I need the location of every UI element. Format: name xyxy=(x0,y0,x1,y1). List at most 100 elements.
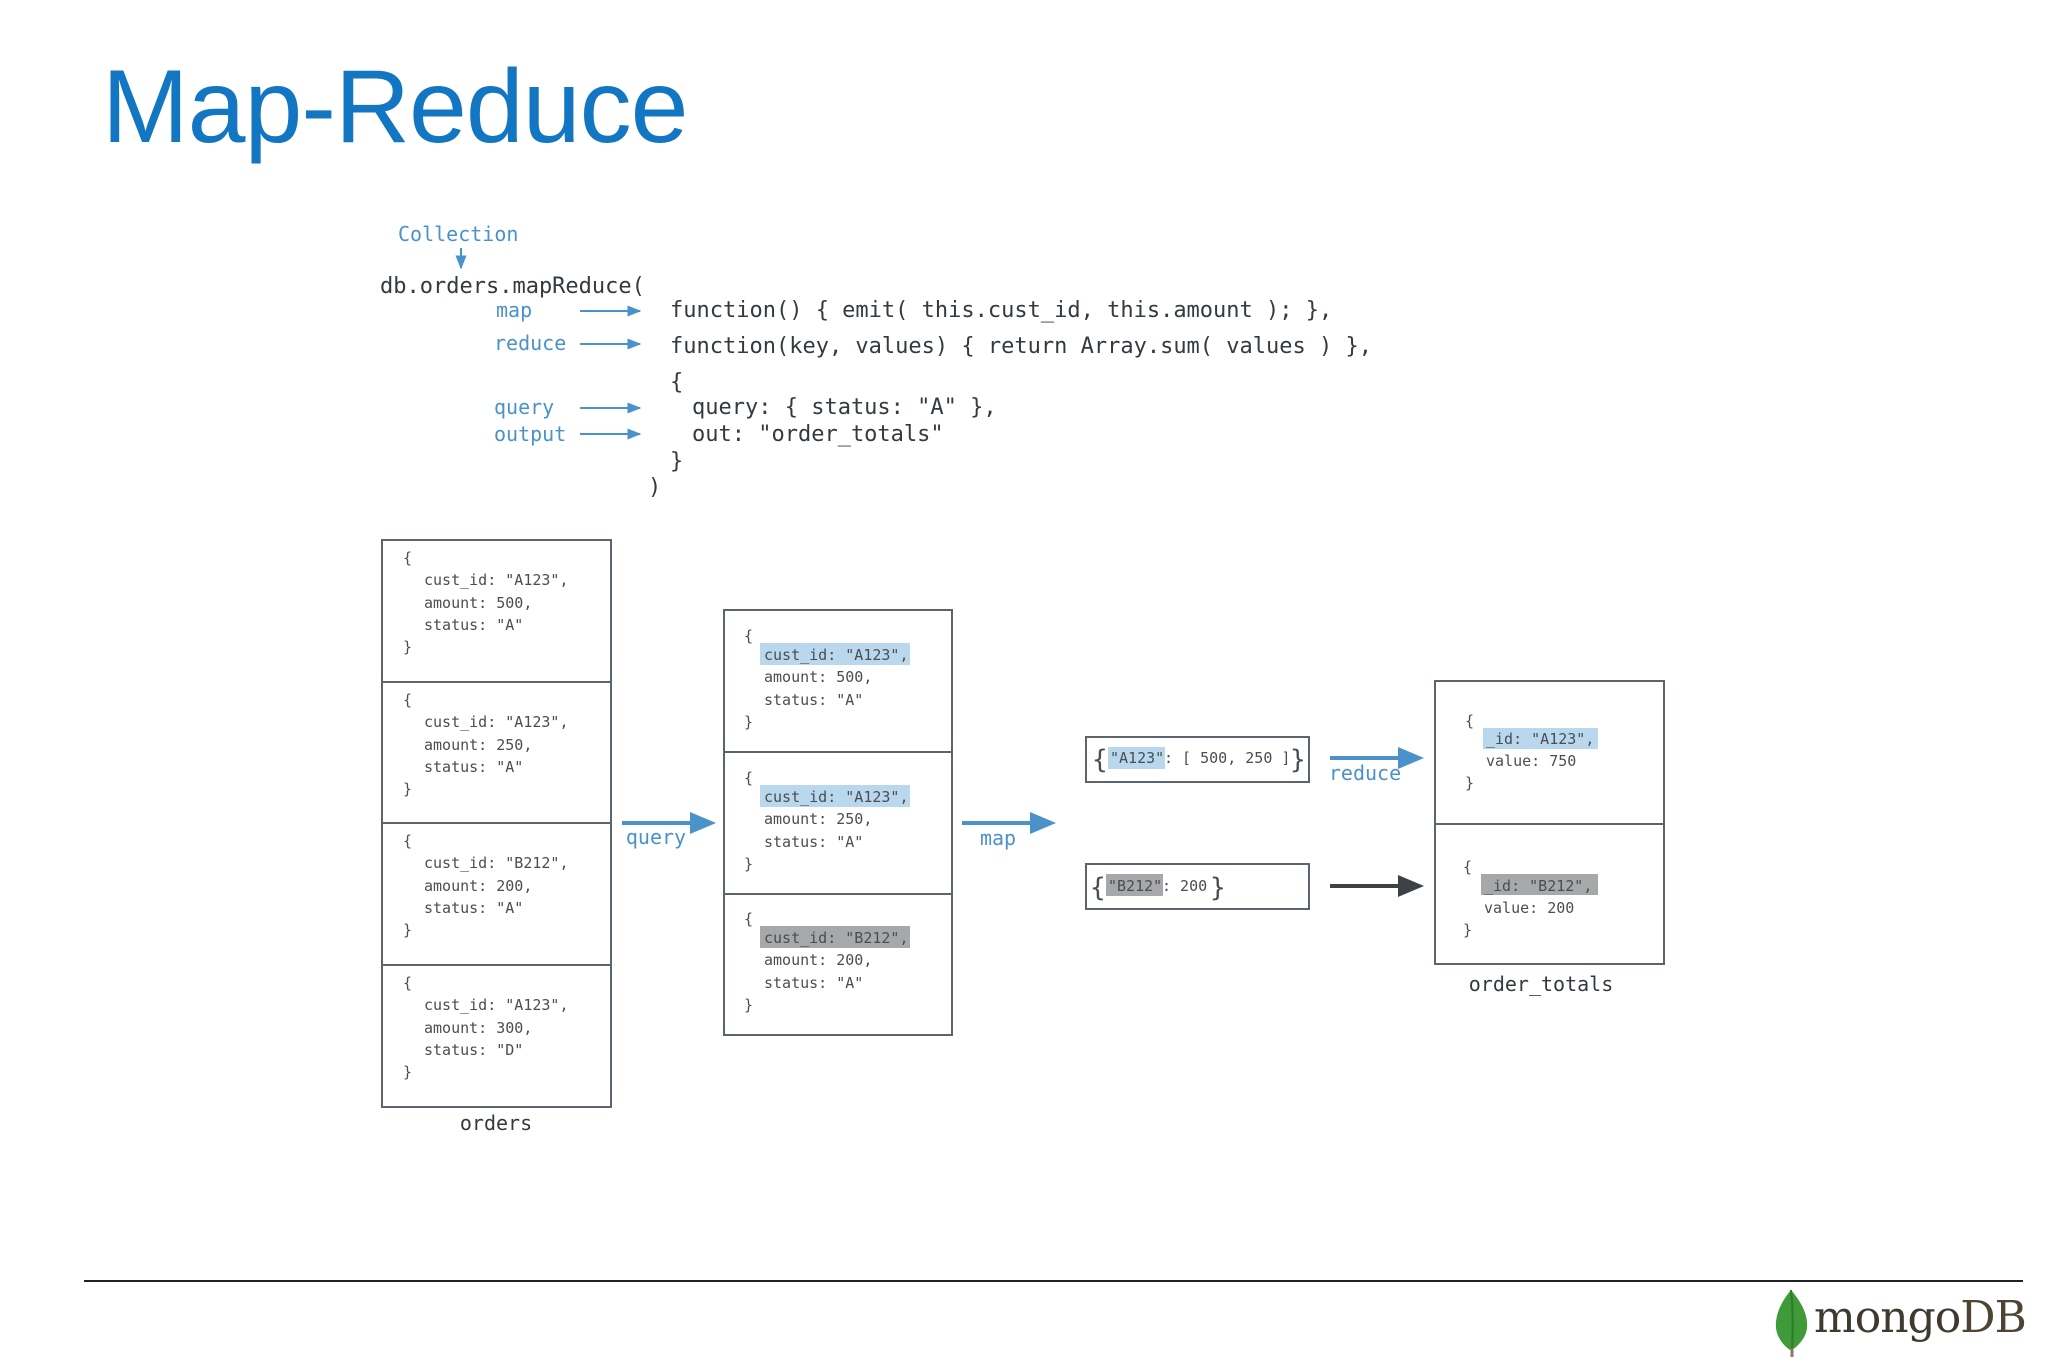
map-reduce-diagram: Collection db.orders.mapReduce( map func… xyxy=(380,222,1665,1135)
doc-brace-open: { xyxy=(403,832,412,850)
doc-brace-open: { xyxy=(403,549,412,567)
map-arrow-head xyxy=(1030,812,1056,834)
doc-brace-close: } xyxy=(403,1063,412,1081)
slide-title: Map-Reduce xyxy=(102,49,688,165)
code-line-open: { xyxy=(670,370,683,395)
brace-open: { xyxy=(1090,873,1106,903)
emitted-values: : [ 500, 250 ] xyxy=(1164,749,1290,767)
doc-field-status: status: "A" xyxy=(764,974,863,992)
doc-field-amount: amount: 250, xyxy=(764,810,872,828)
doc-field-amount: amount: 300, xyxy=(424,1019,532,1037)
key-highlight-blue xyxy=(1108,747,1165,769)
code-line-close-obj: } xyxy=(670,449,683,474)
doc-field-status: status: "A" xyxy=(424,616,523,634)
reduce-arrow-label: reduce xyxy=(1329,761,1401,785)
mongodb-logo: mongoDB xyxy=(1772,1288,2027,1358)
filtered-doc-2: { cust_id: "A123", amount: 250, status: … xyxy=(744,769,909,873)
doc-brace-close: } xyxy=(1465,774,1474,792)
key-highlight-gray xyxy=(1481,874,1598,895)
doc-brace-open: { xyxy=(744,910,753,928)
leaf-icon xyxy=(1775,1289,1808,1357)
doc-field-status: status: "A" xyxy=(424,758,523,776)
doc-brace-close: } xyxy=(744,996,753,1014)
doc-field-status: status: "A" xyxy=(764,833,863,851)
query-arrow-head xyxy=(690,812,716,834)
doc-field-status: status: "A" xyxy=(424,899,523,917)
passthrough-arrow xyxy=(1330,875,1424,897)
doc-field-amount: amount: 500, xyxy=(764,668,872,686)
doc-field-amount: amount: 200, xyxy=(424,877,532,895)
doc-field-cust-id: cust_id: "A123", xyxy=(424,713,569,731)
code-line-call: db.orders.mapReduce( xyxy=(380,274,645,299)
doc-field-id: _id: "A123", xyxy=(1486,730,1594,748)
orders-doc-4: { cust_id: "A123", amount: 300, status: … xyxy=(403,974,569,1081)
doc-brace-open: { xyxy=(1465,712,1474,730)
doc-field-value: value: 750 xyxy=(1486,752,1576,770)
query-param-label: query xyxy=(494,395,554,419)
code-line-reduce: function(key, values) { return Array.sum… xyxy=(670,334,1372,359)
output-param-label: output xyxy=(494,422,566,446)
doc-field-status: status: "A" xyxy=(764,691,863,709)
doc-brace-open: { xyxy=(403,691,412,709)
passthrough-arrow-head xyxy=(1398,875,1424,897)
order-totals-doc-1: { _id: "A123", value: 750 } xyxy=(1465,712,1594,792)
brace-close: } xyxy=(1290,745,1306,775)
collection-label: Collection xyxy=(398,222,518,246)
doc-brace-close: } xyxy=(403,780,412,798)
doc-brace-open: { xyxy=(744,627,753,645)
doc-brace-open: { xyxy=(403,974,412,992)
emitted-key: "B212" xyxy=(1108,877,1162,895)
code-line-out: out: "order_totals" xyxy=(692,422,944,447)
doc-field-cust-id: cust_id: "B212", xyxy=(764,929,909,947)
query-arrow-label: query xyxy=(626,825,686,849)
brace-open: { xyxy=(1092,745,1108,775)
reduce-param-label: reduce xyxy=(494,331,566,355)
emitted-key: "A123" xyxy=(1110,749,1164,767)
order-totals-caption: order_totals xyxy=(1469,972,1614,996)
doc-field-cust-id: cust_id: "A123", xyxy=(424,996,569,1014)
key-highlight-blue xyxy=(1483,728,1598,749)
doc-field-status: status: "D" xyxy=(424,1041,523,1059)
key-highlight-gray xyxy=(1106,874,1163,896)
query-arrow: query xyxy=(622,812,716,849)
doc-brace-close: } xyxy=(744,855,753,873)
emitted-pairs: { "A123" : [ 500, 250 ] } { "B212" : 200… xyxy=(1085,736,1310,910)
code-line-map: function() { emit( this.cust_id, this.am… xyxy=(670,298,1332,323)
orders-doc-3: { cust_id: "B212", amount: 200, status: … xyxy=(403,832,569,939)
doc-field-cust-id: cust_id: "B212", xyxy=(424,854,569,872)
orders-caption: orders xyxy=(460,1111,532,1135)
orders-doc-2: { cust_id: "A123", amount: 250, status: … xyxy=(403,691,569,798)
key-highlight-gray xyxy=(760,926,910,948)
doc-field-value: value: 200 xyxy=(1484,899,1574,917)
key-highlight-blue xyxy=(760,643,910,665)
orders-doc-1: { cust_id: "A123", amount: 500, status: … xyxy=(403,549,569,656)
key-highlight-blue xyxy=(760,785,910,807)
doc-field-amount: amount: 250, xyxy=(424,736,532,754)
orders-collection: { cust_id: "A123", amount: 500, status: … xyxy=(381,539,612,1135)
filtered-documents-frame xyxy=(723,609,953,1036)
logo-wordmark: mongoDB xyxy=(1814,1292,2027,1345)
reduce-arrow-head xyxy=(1398,747,1424,769)
reduce-arrow: reduce xyxy=(1329,747,1424,785)
map-param-label: map xyxy=(496,298,532,322)
doc-brace-close: } xyxy=(403,638,412,656)
order-totals-collection: { _id: "A123", value: 750 } { _id: "B212… xyxy=(1434,680,1665,996)
code-line-close-call: ) xyxy=(648,475,661,500)
filtered-doc-1: { cust_id: "A123", amount: 500, status: … xyxy=(744,627,909,731)
map-arrow-label: map xyxy=(980,826,1016,850)
doc-field-cust-id: cust_id: "A123", xyxy=(764,788,909,806)
doc-brace-close: } xyxy=(1463,921,1472,939)
doc-field-amount: amount: 500, xyxy=(424,594,532,612)
doc-brace-close: } xyxy=(744,713,753,731)
footer-divider xyxy=(84,1280,2023,1282)
logo-wordmark-part-db: DB xyxy=(1960,1292,2027,1343)
doc-field-id: _id: "B212", xyxy=(1484,877,1592,895)
map-arrow: map xyxy=(962,812,1056,850)
doc-brace-open: { xyxy=(744,769,753,787)
doc-brace-close: } xyxy=(403,921,412,939)
order-totals-doc-2: { _id: "B212", value: 200 } xyxy=(1463,858,1592,939)
doc-field-cust-id: cust_id: "A123", xyxy=(424,571,569,589)
code-block: Collection db.orders.mapReduce( map func… xyxy=(380,222,1372,500)
emitted-values: : 200 xyxy=(1162,877,1207,895)
doc-field-cust-id: cust_id: "A123", xyxy=(764,646,909,664)
